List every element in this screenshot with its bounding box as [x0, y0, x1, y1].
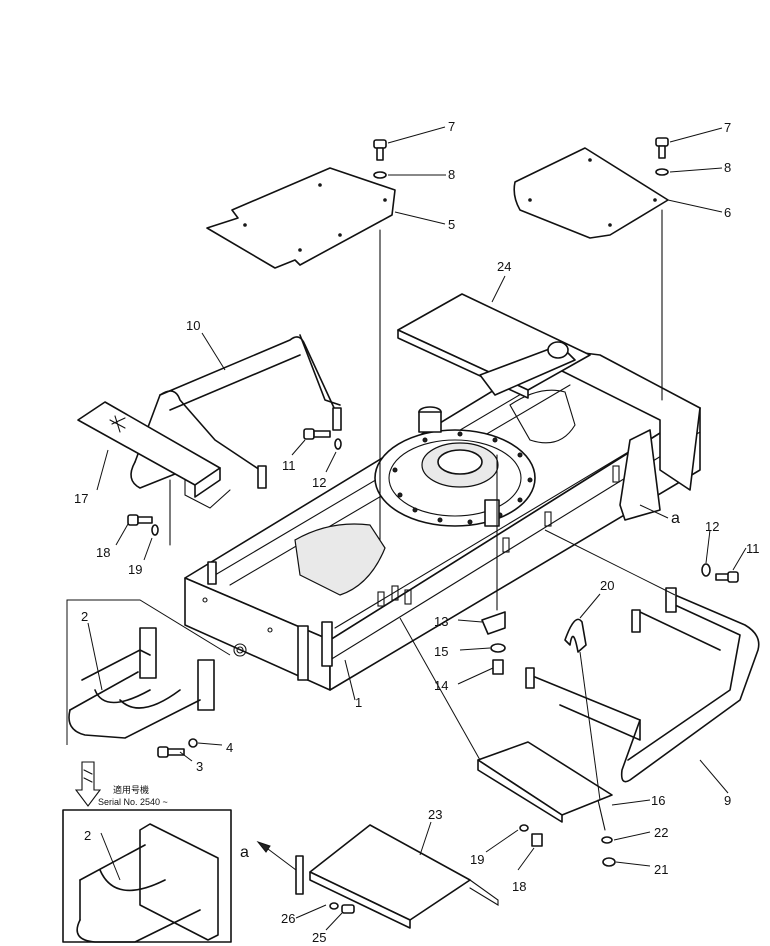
callout-18-lower: 18 — [512, 879, 526, 894]
callouts: 1 2 2 3 4 5 6 7 7 8 8 9 10 11 11 12 12 1… — [74, 119, 760, 945]
callout-19-lower: 19 — [470, 852, 484, 867]
callout-16: 16 — [651, 793, 665, 808]
view-mark-a-step: a — [240, 844, 249, 861]
callout-11-left: 11 — [282, 458, 296, 473]
callout-25: 25 — [312, 930, 326, 945]
bolt-3 — [157, 738, 198, 758]
callout-9: 9 — [724, 793, 731, 808]
grab-step-2-upper — [66, 599, 231, 745]
callout-22: 22 — [654, 825, 668, 840]
serial-note-number: Serial No. 2540 ~ — [98, 797, 168, 807]
view-mark-a-frame: a — [671, 510, 680, 527]
callout-10: 10 — [186, 318, 200, 333]
callout-18-left: 18 — [96, 545, 110, 560]
bolt-18-left — [127, 514, 159, 536]
plate-6 — [513, 147, 669, 239]
callout-2-upper: 2 — [81, 609, 88, 624]
bolt-7-left — [373, 139, 387, 179]
callout-23: 23 — [428, 807, 442, 822]
callout-26: 26 — [281, 911, 295, 926]
callout-4: 4 — [226, 740, 233, 755]
callout-3: 3 — [196, 759, 203, 774]
callout-12-left: 12 — [312, 475, 326, 490]
step-grip — [109, 415, 126, 433]
clip-20 — [564, 618, 587, 653]
callout-8-right: 8 — [724, 160, 731, 175]
handrail-9 — [525, 587, 760, 783]
callout-14: 14 — [434, 678, 448, 693]
step-17 — [77, 401, 231, 509]
callout-21: 21 — [654, 862, 668, 877]
callout-7-right: 7 — [724, 120, 731, 135]
main-frame — [184, 349, 701, 691]
bolt-18-lower — [519, 824, 543, 847]
callout-24: 24 — [497, 259, 511, 274]
bolt-11-left — [303, 428, 342, 450]
callout-15: 15 — [434, 644, 448, 659]
bolt-25 — [329, 902, 355, 914]
washers-21-22 — [601, 836, 616, 867]
callout-6: 6 — [724, 205, 731, 220]
callout-19-left: 19 — [128, 562, 142, 577]
callout-5: 5 — [448, 217, 455, 232]
serial-note-jp: 適用号機 — [113, 784, 149, 795]
change-arrow — [74, 761, 102, 807]
bolt-11-right — [701, 563, 739, 583]
callout-7-left: 7 — [448, 119, 455, 134]
callout-2-lower: 2 — [84, 828, 91, 843]
callout-8-left: 8 — [448, 167, 455, 182]
callout-1: 1 — [355, 695, 362, 710]
bracket-13 — [481, 611, 506, 675]
callout-20: 20 — [600, 578, 614, 593]
leader-lines — [87, 126, 747, 931]
callout-13: 13 — [434, 614, 448, 629]
step-23 — [295, 824, 499, 929]
callout-11-right: 11 — [746, 541, 760, 556]
cover-plate-24 — [397, 293, 591, 399]
bolt-7-right — [655, 137, 669, 176]
handrail-10 — [130, 334, 342, 489]
plate-5 — [206, 167, 396, 269]
step-16 — [477, 741, 613, 831]
callout-12-right: 12 — [705, 519, 719, 534]
callout-17: 17 — [74, 491, 88, 506]
